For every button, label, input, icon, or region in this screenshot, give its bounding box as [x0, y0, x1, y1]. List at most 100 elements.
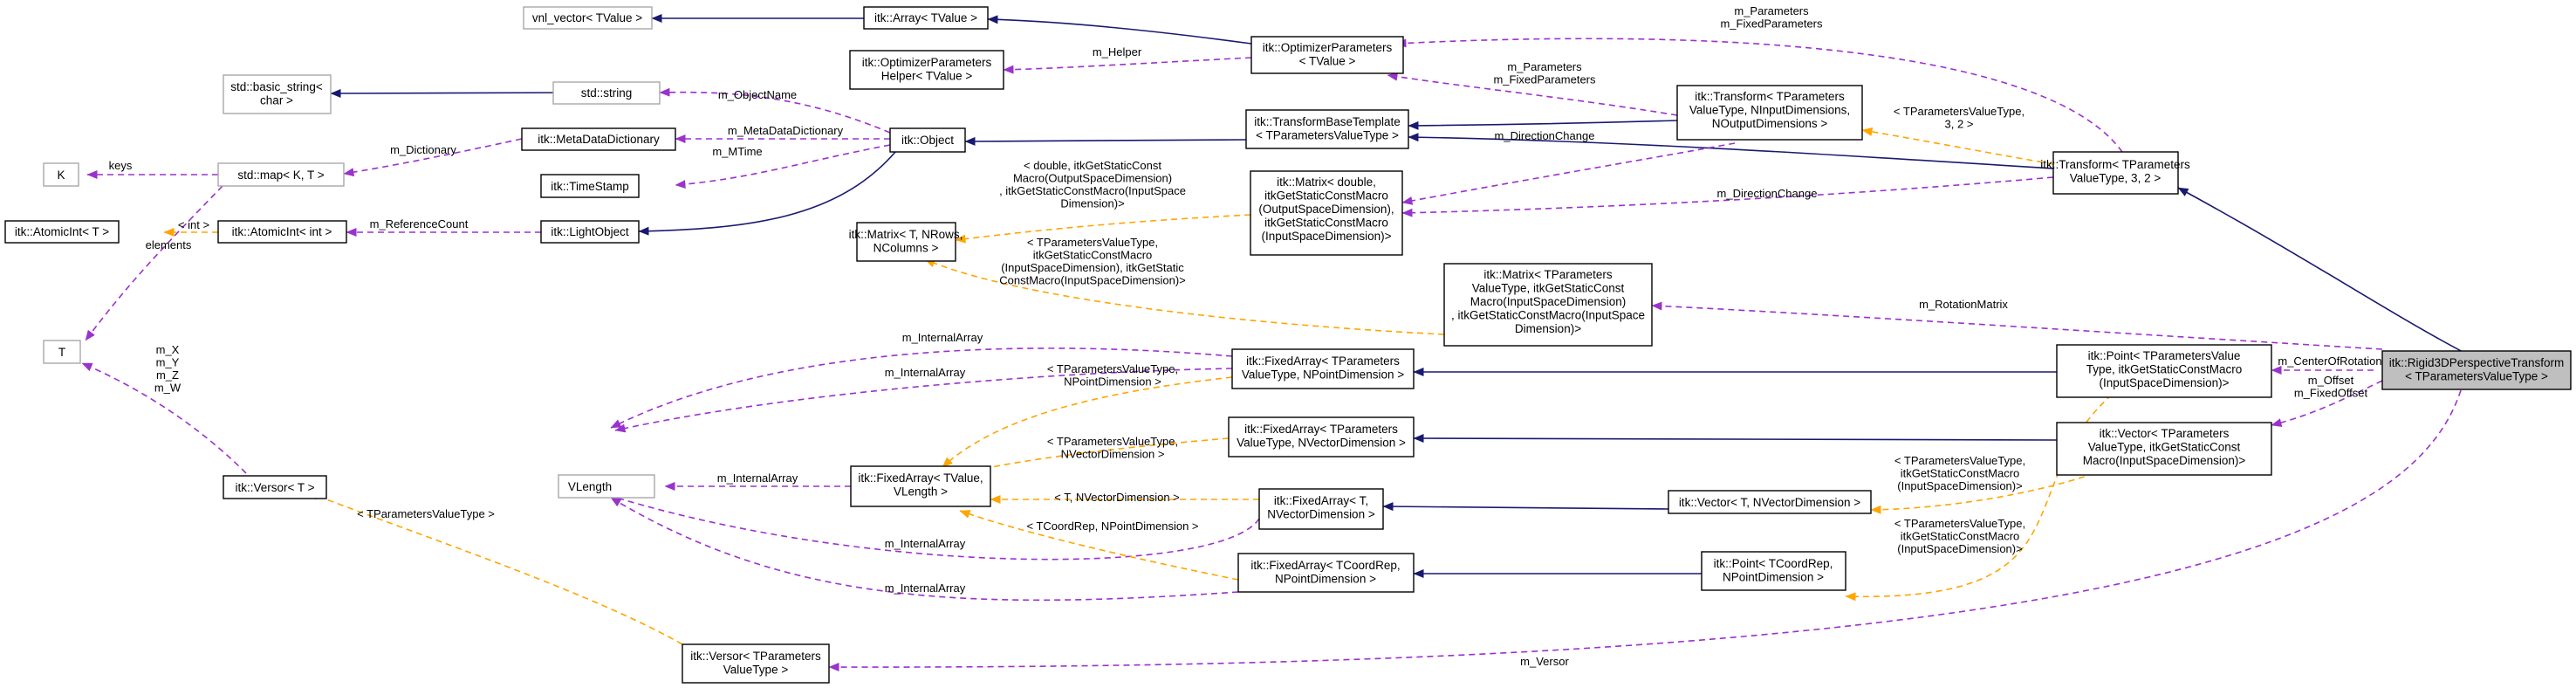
edge-helper [1003, 57, 1252, 74]
svg-text:itk::Matrix< double,itkGetStat: itk::Matrix< double,itkGetStaticConstMac… [1258, 175, 1394, 243]
label-keys: keys [109, 159, 133, 172]
edge-dirchange2 [1401, 176, 2054, 217]
edge-internal1 [610, 347, 1233, 429]
label-int: < int > [178, 218, 209, 231]
edge-params-mid [1387, 72, 1678, 116]
node-array[interactable]: itk::Array< TValue > [863, 6, 989, 30]
label-internal5: m_InternalArray [885, 581, 966, 595]
label-internal3: m_InternalArray [717, 471, 798, 485]
node-fixed-array-tv[interactable]: itk::FixedArray< TValue,VLength > [850, 465, 991, 507]
label-refcount: m_ReferenceCount [370, 217, 469, 230]
edge-dirchange1 [1401, 142, 1736, 205]
label-rotation: m_RotationMatrix [1919, 298, 2008, 311]
svg-text:T: T [58, 346, 65, 359]
edge-tpvt32 [1861, 127, 2054, 165]
node-vnl-vector[interactable]: vnl_vector< TValue > [523, 6, 653, 30]
node-std-map[interactable]: std::map< K, T > [217, 162, 345, 187]
edge-xyzw [81, 362, 247, 474]
node-point-coord[interactable]: itk::Point< TCoordRep,NPointDimension > [1701, 551, 1846, 591]
svg-text:itk::FixedArray< TCoordRep,NPo: itk::FixedArray< TCoordRep,NPointDimensi… [1250, 559, 1400, 586]
svg-text:itk::Rigid3DPerspectiveTransfo: itk::Rigid3DPerspectiveTransform< TParam… [2389, 356, 2565, 383]
node-light-object[interactable]: itk::LightObject [540, 220, 640, 244]
edge-transform-nio-to-transform-base [1408, 120, 1678, 130]
svg-text:itk::FixedArray< TParametersVa: itk::FixedArray< TParametersValueType, N… [1242, 354, 1404, 382]
svg-text:std::string: std::string [581, 86, 633, 100]
edge-vec-tp [1870, 472, 2095, 514]
node-transform-base-template[interactable]: itk::TransformBaseTemplate< TParametersV… [1245, 109, 1409, 149]
label-mtime: m_MTime [712, 145, 762, 158]
node-k[interactable]: K [43, 162, 79, 187]
label-elements: elements [146, 238, 192, 251]
node-vector-t[interactable]: itk::Vector< T, NVectorDimension > [1668, 490, 1872, 514]
node-vlength[interactable]: VLength [558, 474, 655, 499]
label-helper: m_Helper [1093, 45, 1142, 58]
svg-text:itk::Vector< T, NVectorDimensi: itk::Vector< T, NVectorDimension > [1679, 496, 1860, 509]
edge-tpvt-nv [950, 437, 1230, 478]
label-objectname: m_ObjectName [718, 88, 797, 101]
node-std-string[interactable]: std::string [552, 81, 661, 105]
node-object[interactable]: itk::Object [889, 127, 966, 153]
label-coord-np: < TCoordRep, NPointDimension > [1026, 519, 1198, 533]
node-std-basic-string[interactable]: std::basic_string<char > [223, 74, 332, 114]
node-metadata-dictionary[interactable]: itk::MetaDataDictionary [521, 127, 676, 151]
node-t[interactable]: T [43, 340, 81, 364]
edge-elements [85, 185, 223, 341]
node-fixed-array-t[interactable]: itk::FixedArray< T,NVectorDimension > [1258, 488, 1384, 530]
label-internal4: m_InternalArray [885, 537, 966, 550]
edge-params-top [1395, 38, 2123, 153]
node-versor-t[interactable]: itk::Versor< T > [223, 475, 327, 499]
svg-text:itk::Matrix< T, NRows,NColumns: itk::Matrix< T, NRows,NColumns > [849, 228, 963, 255]
node-matrix-t[interactable]: itk::Matrix< T, NRows,NColumns > [849, 222, 963, 262]
svg-text:itk::Versor< T >: itk::Versor< T > [235, 481, 314, 494]
node-optimizer-parameters[interactable]: itk::OptimizerParameters< TValue > [1250, 36, 1404, 74]
label-dirchange2: m_DirectionChange [1717, 187, 1818, 200]
svg-text:K: K [57, 169, 65, 182]
node-fixed-array-coord[interactable]: itk::FixedArray< TCoordRep,NPointDimensi… [1237, 553, 1415, 593]
edge-rotation [1651, 301, 2383, 350]
label-t-nv: < T, NVectorDimension > [1054, 491, 1180, 504]
svg-text:itk::FixedArray< TParametersVa: itk::FixedArray< TParametersValueType, N… [1237, 423, 1406, 450]
node-time-stamp[interactable]: itk::TimeStamp [540, 174, 640, 198]
edge-internal5 [610, 497, 1239, 602]
edge-opt-params-to-array [987, 15, 1252, 45]
edge-coord-np [959, 510, 1239, 581]
svg-text:itk::MetaDataDictionary: itk::MetaDataDictionary [538, 133, 660, 146]
label-tpvt-np: < TParametersValueType,NPointDimension > [1047, 362, 1178, 389]
svg-text:itk::TransformBaseTemplate< TP: itk::TransformBaseTemplate< TParametersV… [1254, 115, 1401, 142]
node-rigid3d-perspective-transform[interactable]: itk::Rigid3DPerspectiveTransform< TParam… [2381, 350, 2572, 390]
edge-transform-base-to-object [964, 136, 1247, 146]
svg-text:itk::Versor< TParametersValueT: itk::Versor< TParametersValueType > [690, 650, 821, 677]
edge-tpvt-np [942, 376, 1233, 468]
svg-text:itk::Point< TParametersValueTy: itk::Point< TParametersValueType, itkGet… [2086, 349, 2243, 389]
svg-text:itk::FixedArray< T,NVectorDime: itk::FixedArray< T,NVectorDimension > [1267, 494, 1375, 521]
label-versor-tp: < TParametersValueType > [357, 507, 495, 520]
svg-text:std::map< K, T >: std::map< K, T > [237, 169, 324, 182]
edge-transform-32-to-transform-base [1408, 133, 2054, 169]
edge-vector-t-to-fixed-t [1382, 502, 1669, 512]
node-atomic-int-int[interactable]: itk::AtomicInt< int > [217, 220, 347, 244]
svg-text:itk::AtomicInt< int >: itk::AtomicInt< int > [232, 225, 332, 238]
label-pt-tp: < TParametersValueType,itkGetStaticConst… [1894, 517, 2025, 555]
node-matrix-double[interactable]: itk::Matrix< double,itkGetStaticConstMac… [1250, 170, 1403, 256]
label-tpvt-nv: < TParametersValueType,NVectorDimension … [1047, 435, 1178, 461]
node-atomic-int-t[interactable]: itk::AtomicInt< T > [4, 220, 120, 244]
svg-text:itk::Array< TValue >: itk::Array< TValue > [874, 11, 977, 24]
label-internal1: m_InternalArray [902, 331, 983, 344]
edge-mtime [675, 144, 891, 189]
edge-vector-tp-to-fixed-nv [1413, 434, 2058, 444]
